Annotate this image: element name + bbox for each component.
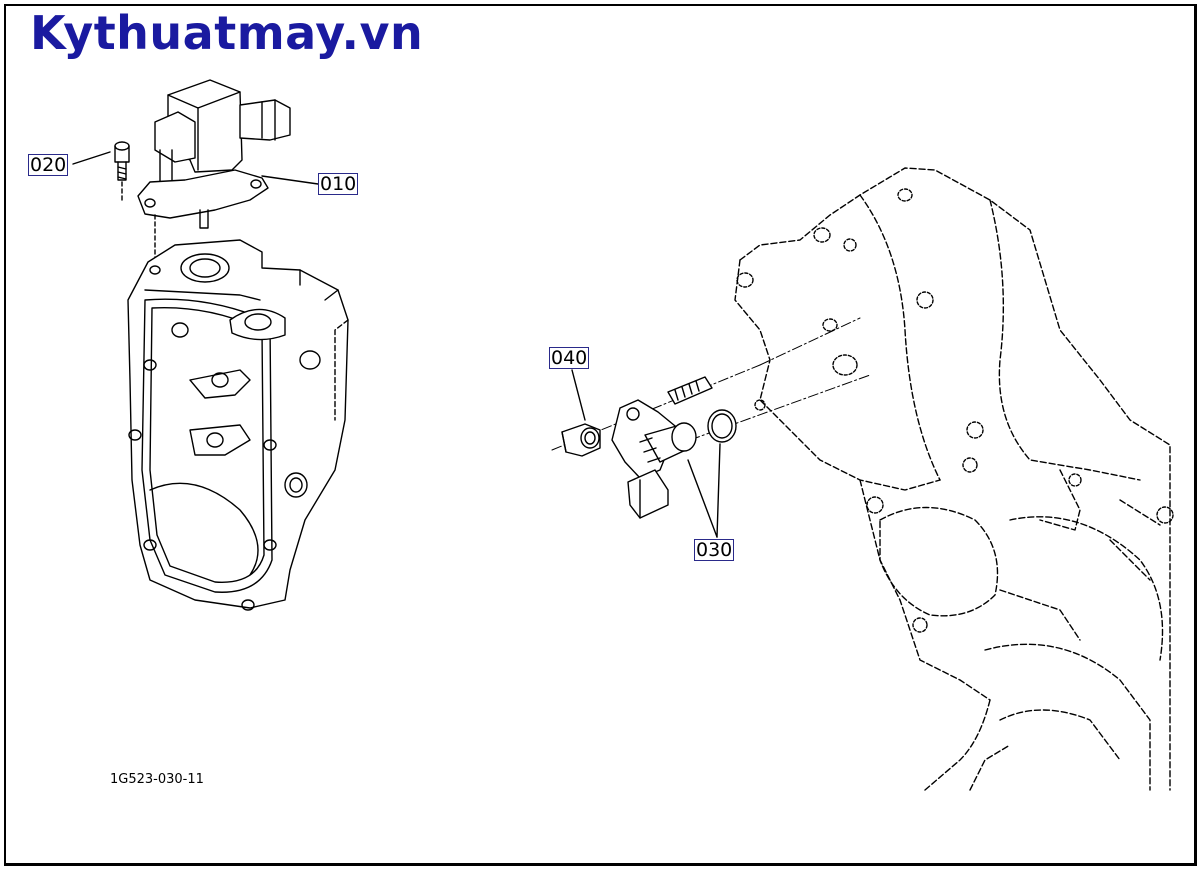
nut-part-040 <box>561 423 601 457</box>
leader-030a <box>687 459 718 538</box>
sensor-part-030 <box>611 399 697 519</box>
engine-block-holes <box>736 188 1174 633</box>
drawing-code: 1G523-030-11 <box>110 772 204 787</box>
callout-020: 020 <box>28 154 69 176</box>
leader-020 <box>72 151 111 165</box>
watermark-logo: Kythuatmay.vn <box>30 6 424 60</box>
pin-spring <box>667 376 713 405</box>
bolt-part-020 <box>114 141 130 181</box>
diagram-frame <box>4 4 1197 866</box>
leader-040 <box>571 369 586 421</box>
leader-030b <box>716 443 721 538</box>
callout-010: 010 <box>318 173 359 195</box>
callout-040: 040 <box>549 347 590 369</box>
solenoid-part-010 <box>137 79 291 229</box>
gear-case-housing <box>127 239 349 611</box>
callout-030: 030 <box>694 539 735 561</box>
leader-010 <box>261 175 319 185</box>
engine-block-outline <box>734 167 1171 791</box>
